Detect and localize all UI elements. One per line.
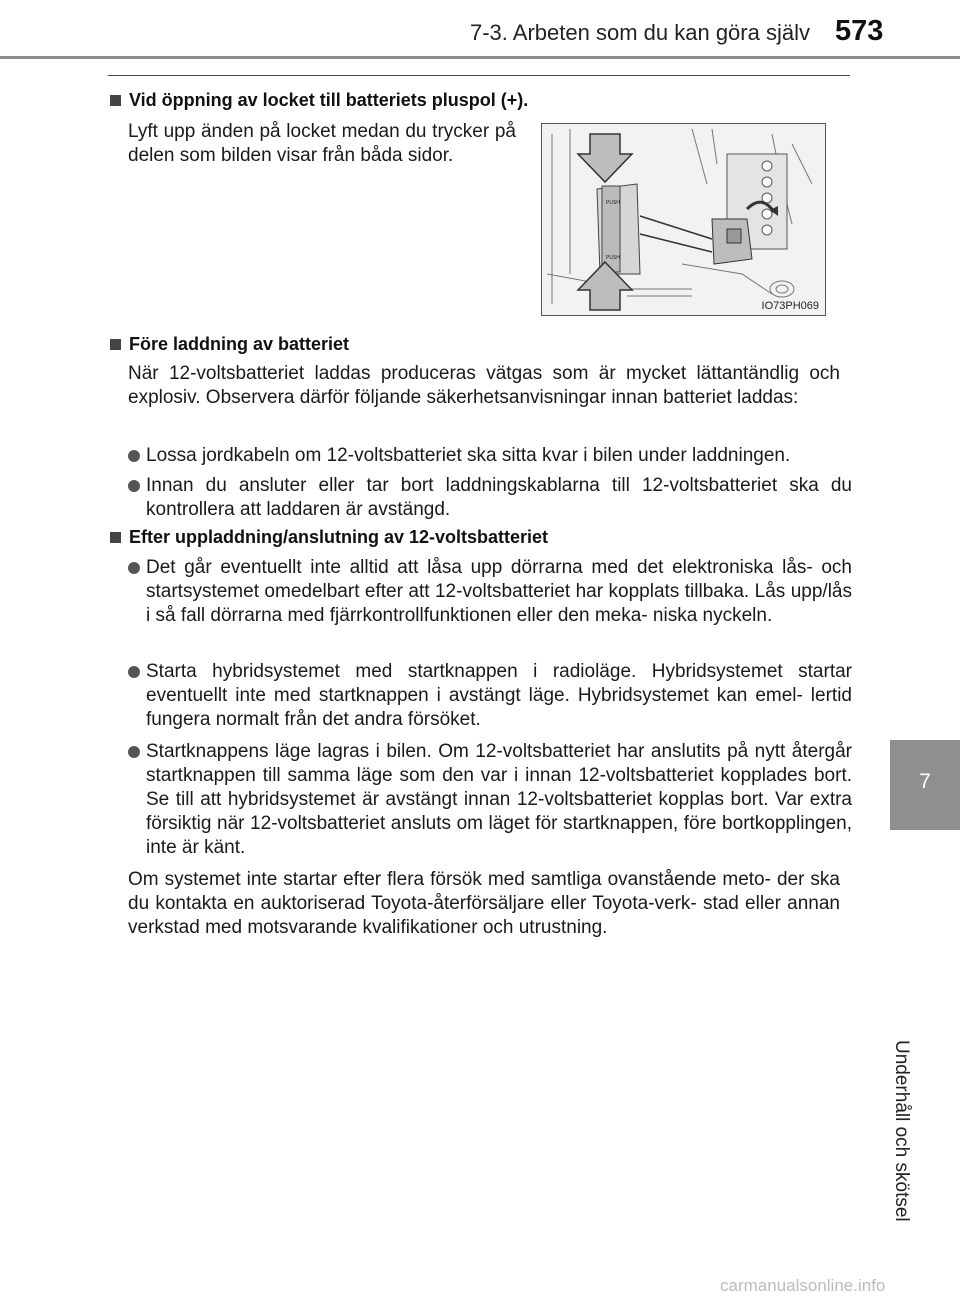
- battery-cover-illustration: PUSH PUSH IO73PH069: [541, 123, 826, 316]
- section-heading-after-charging: Efter uppladdning/anslutning av 12-volts…: [110, 527, 548, 548]
- bullet-dot-icon: [128, 562, 140, 574]
- svg-text:PUSH: PUSH: [606, 255, 620, 261]
- square-bullet-icon: [110, 339, 121, 350]
- header-divider: [0, 56, 960, 59]
- chapter-tab: 7: [890, 740, 960, 830]
- section-heading-open-cover: Vid öppning av locket till batteriets pl…: [110, 90, 528, 111]
- list-item: Innan du ansluter eller tar bort laddnin…: [128, 474, 852, 522]
- bullet-dot-icon: [128, 746, 140, 758]
- square-bullet-icon: [110, 95, 121, 106]
- bullet-dot-icon: [128, 480, 140, 492]
- list-item: Lossa jordkabeln om 12-voltsbatteriet sk…: [128, 444, 852, 468]
- open-cover-instruction: Lyft upp änden på locket medan du trycke…: [128, 121, 516, 166]
- svg-text:PUSH: PUSH: [606, 200, 620, 206]
- list-item: Startknappens läge lagras i bilen. Om 12…: [128, 740, 852, 860]
- running-header-title: 7-3. Arbeten som du kan göra själv: [470, 20, 810, 45]
- square-bullet-icon: [110, 532, 121, 543]
- closing-paragraph: Om systemet inte startar efter flera för…: [128, 869, 840, 938]
- before-charging-intro: När 12-voltsbatteriet laddas produceras …: [128, 363, 840, 408]
- list-item: Starta hybridsystemet med startknappen i…: [128, 660, 852, 732]
- chapter-number: 7: [919, 770, 931, 793]
- battery-drawing: PUSH PUSH: [542, 124, 825, 315]
- list-item: Det går eventuellt inte alltid att låsa …: [128, 556, 852, 628]
- content-top-divider: [108, 75, 850, 76]
- bullet-dot-icon: [128, 666, 140, 678]
- watermark: carmanualsonline.info: [720, 1276, 886, 1295]
- page-number: 573: [835, 15, 884, 47]
- chapter-label: Underhåll och skötsel: [891, 1040, 912, 1222]
- section-heading-before-charging: Före laddning av batteriet: [110, 334, 349, 355]
- figure-code: IO73PH069: [761, 300, 819, 312]
- bullet-dot-icon: [128, 450, 140, 462]
